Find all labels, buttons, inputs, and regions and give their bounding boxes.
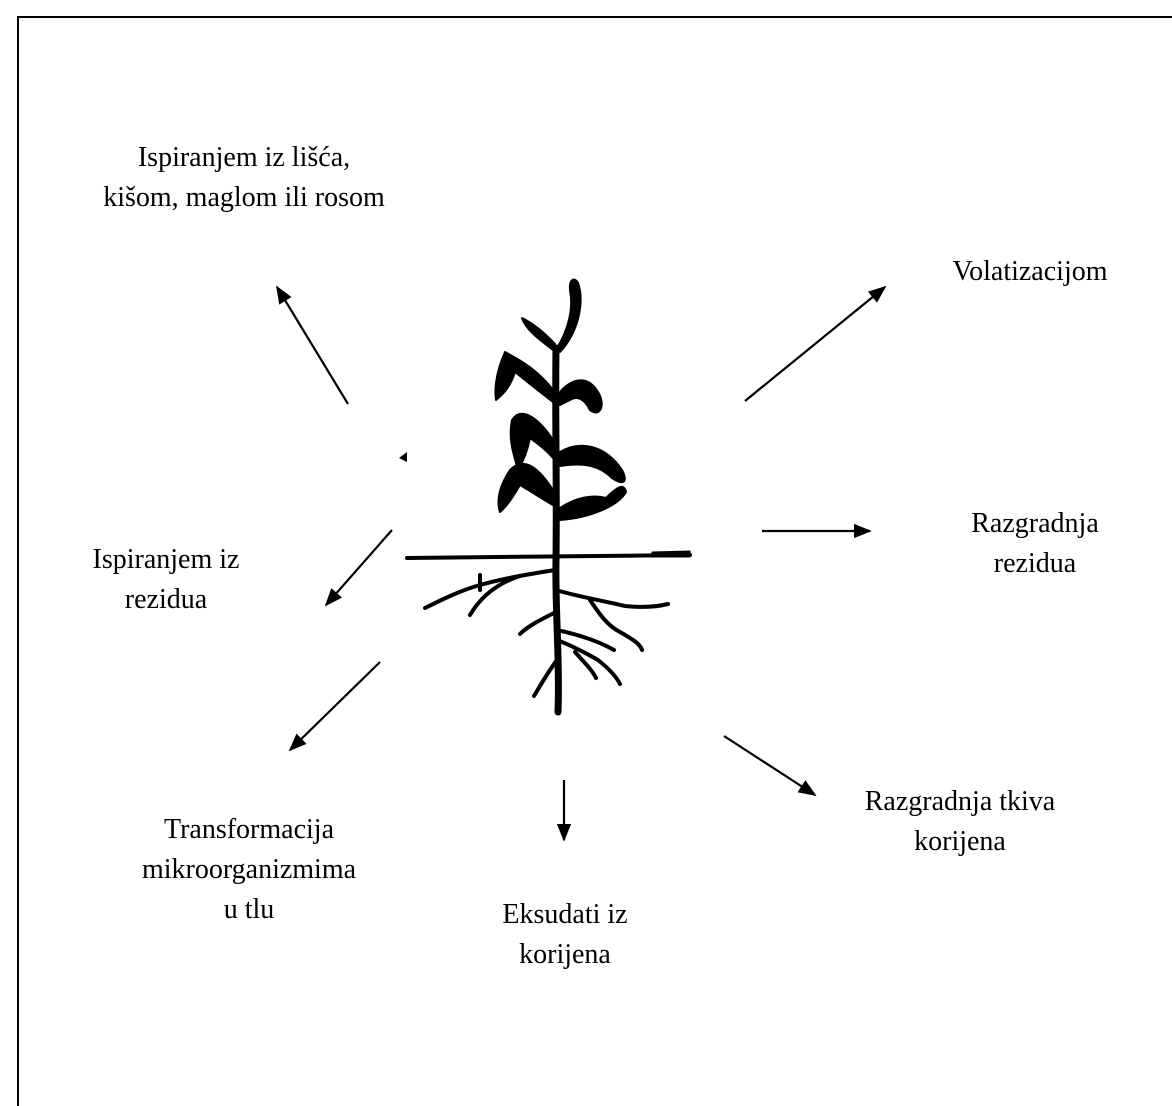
arrow-leaf-leaching xyxy=(277,287,348,404)
label-microbial-transformation: Transformacija mikroorganizmima u tlu xyxy=(114,810,384,930)
stem xyxy=(556,348,559,712)
label-root-tissue-decomposition: Razgradnja tkiva korijena xyxy=(840,782,1080,862)
arrow-microbial-transformation xyxy=(290,662,380,750)
label-root-exudates: Eksudati iz korijena xyxy=(465,895,665,975)
leaf-right-lower xyxy=(560,487,626,520)
leaf-right-middle xyxy=(560,446,625,482)
arrow-root-tissue-decomposition xyxy=(724,736,815,795)
label-volatilization: Volatizacijom xyxy=(920,252,1140,292)
ground-line xyxy=(407,555,690,558)
label-leaf-leaching: Ispiranjem iz lišća, kišom, maglom ili r… xyxy=(76,138,412,218)
label-residue-decomposition: Razgradnja rezidua xyxy=(935,504,1135,584)
top-leaf xyxy=(556,279,581,352)
arrow-volatilization xyxy=(745,287,885,401)
plant-illustration xyxy=(407,279,690,712)
leaf-left-middle xyxy=(511,414,553,470)
leaf-left-upper xyxy=(495,352,553,402)
leaf-right-upper xyxy=(560,380,602,412)
roots xyxy=(425,570,668,696)
label-residue-leaching: Ispiranjem iz rezidua xyxy=(66,540,266,620)
arrow-residue-leaching xyxy=(326,530,392,605)
leaf-left-lower xyxy=(498,464,553,512)
small-arrowhead-mark xyxy=(399,452,407,462)
arrows xyxy=(277,287,885,840)
